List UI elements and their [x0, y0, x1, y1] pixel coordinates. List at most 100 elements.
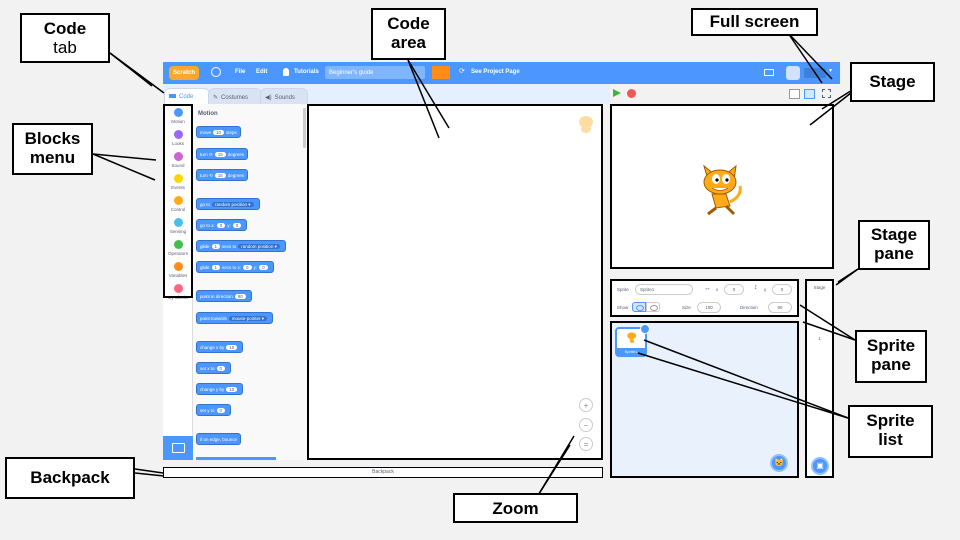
category-events[interactable]: Events: [163, 174, 193, 190]
category-variables[interactable]: Variables: [163, 262, 193, 278]
category-dot: [173, 262, 183, 271]
large-stage-icon[interactable]: [804, 89, 815, 99]
zoom-in-icon[interactable]: +: [579, 398, 593, 412]
tab-sounds-label: Sounds: [274, 95, 295, 101]
category-label: Operators: [167, 251, 188, 256]
share-button[interactable]: [432, 66, 450, 79]
add-extension-button[interactable]: [163, 436, 193, 460]
see-project-page-button[interactable]: See Project Page: [471, 69, 520, 75]
callout-blocks-menu-line2: menu: [29, 147, 76, 167]
direction-input[interactable]: 90: [768, 302, 792, 313]
callout-full-screen: Full screen: [691, 8, 818, 36]
category-dot: [173, 108, 183, 117]
code-tab-icon: [169, 94, 176, 98]
category-label: Motion: [171, 119, 185, 124]
category-control[interactable]: Control: [163, 196, 193, 212]
category-label: Variables: [168, 273, 188, 278]
category-label: Control: [170, 207, 186, 212]
callout-stage-label: Stage: [869, 72, 916, 91]
direction-label: Direction: [740, 305, 758, 310]
folder-icon[interactable]: [764, 69, 774, 76]
speaker-icon: ◀): [265, 95, 272, 101]
scratch-cat-icon: [627, 332, 637, 344]
delete-sprite-icon[interactable]: [640, 324, 650, 334]
category-sound[interactable]: Sound: [163, 152, 193, 168]
project-title-input[interactable]: Beginner's guide: [325, 66, 425, 79]
chevron-down-icon[interactable]: ▾: [829, 68, 833, 74]
globe-icon[interactable]: [211, 67, 221, 77]
category-operators[interactable]: Operators: [163, 240, 193, 256]
category-dot: [173, 284, 183, 293]
callout-sprite-pane: Sprite pane: [855, 330, 927, 383]
callout-sprite-list: Sprite list: [848, 405, 933, 458]
stop-icon[interactable]: [627, 89, 636, 98]
user-avatar[interactable]: [786, 66, 800, 80]
category-dot: [173, 240, 183, 249]
category-dot: [173, 196, 183, 205]
show-visible-toggle[interactable]: [632, 302, 646, 312]
file-menu[interactable]: File: [235, 69, 246, 75]
tutorials-menu[interactable]: Tutorials: [294, 69, 319, 75]
edit-menu[interactable]: Edit: [256, 69, 268, 75]
small-stage-icon[interactable]: [789, 89, 800, 99]
category-motion[interactable]: Motion: [163, 108, 193, 124]
category-dot: [173, 152, 183, 161]
lightbulb-icon: [283, 68, 289, 76]
category-label: Events: [171, 185, 185, 190]
show-hidden-toggle[interactable]: [646, 302, 660, 312]
choose-sprite-button[interactable]: 🐱: [770, 454, 788, 472]
stage-canvas[interactable]: [610, 104, 834, 269]
category-dot: [173, 218, 183, 227]
scratch-logo[interactable]: Scratch: [169, 66, 199, 80]
sprite-thumbnail-label: Sprite1: [617, 348, 645, 356]
category-looks[interactable]: Looks: [163, 130, 193, 146]
code-area[interactable]: + − =: [307, 104, 603, 460]
sprite-watermark-icon: [577, 114, 595, 134]
x-position-input[interactable]: 0: [724, 284, 744, 295]
scratch-cat-icon[interactable]: [696, 162, 746, 218]
sprite-name-input[interactable]: Sprite1: [635, 284, 693, 295]
callout-code-tab-title: Code: [43, 19, 87, 38]
callout-blocks-menu-line1: Blocks: [24, 129, 81, 148]
choose-backdrop-button[interactable]: ▣: [811, 457, 829, 475]
full-screen-icon[interactable]: [822, 89, 831, 98]
block-bounce[interactable]: if on edge, bounce: [196, 433, 242, 445]
callout-blocks-menu: Blocks menu: [12, 123, 93, 175]
tab-sounds[interactable]: ◀)Sounds: [260, 88, 308, 104]
tab-code-label: Code: [179, 94, 194, 100]
backdrop-count: 1: [818, 336, 821, 341]
callout-backpack: Backpack: [5, 457, 135, 499]
sprite-info-pane: Sprite Sprite1 ↔ x 0 ↕ y 0 Show Size 100…: [610, 279, 799, 317]
category-sensing[interactable]: Sensing: [163, 218, 193, 234]
blocks-menu-highlight: [163, 104, 193, 298]
green-flag-icon[interactable]: [613, 89, 621, 97]
palette-scrollbar[interactable]: [303, 108, 306, 148]
tab-costumes-label: Costumes: [221, 95, 249, 101]
backpack-panel[interactable]: Backpack: [163, 467, 603, 478]
category-dot: [173, 174, 183, 183]
extension-icon: [172, 443, 185, 453]
callout-zoom: Zoom: [453, 493, 578, 523]
callout-code-area-line1: Code: [387, 14, 430, 33]
y-position-input[interactable]: 0: [772, 284, 792, 295]
zoom-reset-icon[interactable]: =: [579, 437, 593, 451]
size-input[interactable]: 100: [697, 302, 721, 313]
stage-pane[interactable]: Stage 1 ▣: [805, 279, 834, 478]
y-arrows-icon: ↕: [754, 284, 758, 291]
see-project-icon: ⟳: [459, 68, 465, 75]
zoom-out-icon[interactable]: −: [579, 418, 593, 432]
